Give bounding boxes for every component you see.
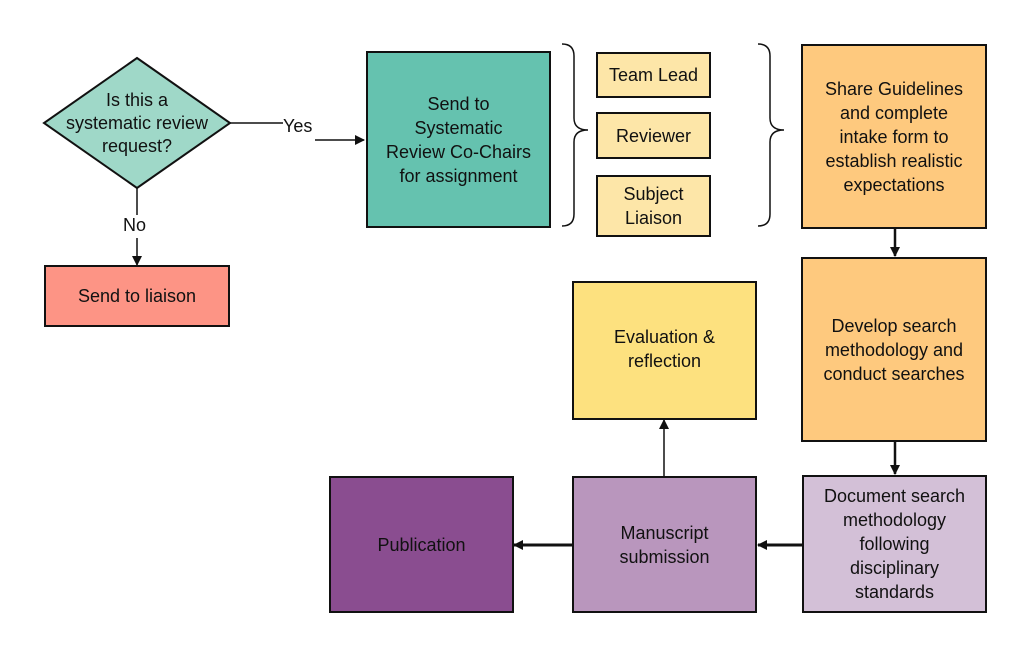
- send-to-liaison-node[interactable]: Send to liaison: [44, 265, 230, 327]
- develop-search-text: Develop search methodology and conduct s…: [823, 315, 965, 384]
- decision-text: Is this a systematic review request?: [65, 89, 209, 156]
- reviewer-node[interactable]: Reviewer: [596, 112, 711, 159]
- evaluation-node[interactable]: Evaluation & reflection: [572, 281, 757, 420]
- team-lead-node[interactable]: Team Lead: [596, 52, 711, 98]
- team-lead-text: Team Lead: [608, 65, 699, 85]
- manuscript-text: Manuscript submission: [619, 522, 710, 567]
- subject-liaison-node[interactable]: Subject Liaison: [596, 175, 711, 237]
- document-search-text: Document search methodology following di…: [823, 486, 966, 602]
- no-label: No: [123, 215, 147, 236]
- reviewer-text: Reviewer: [615, 125, 692, 146]
- send-to-liaison-text: Send to liaison: [77, 286, 197, 306]
- develop-search-node[interactable]: Develop search methodology and conduct s…: [801, 257, 987, 442]
- document-search-node[interactable]: Document search methodology following di…: [802, 475, 987, 613]
- publication-text: Publication: [377, 534, 466, 555]
- subject-liaison-text: Subject Liaison: [623, 184, 684, 228]
- co-chairs-text: Send to Systematic Review Co-Chairs for …: [385, 93, 532, 186]
- manuscript-node[interactable]: Manuscript submission: [572, 476, 757, 613]
- yes-label: Yes: [283, 116, 313, 137]
- co-chairs-node[interactable]: Send to Systematic Review Co-Chairs for …: [366, 51, 551, 228]
- evaluation-text: Evaluation & reflection: [613, 327, 716, 371]
- right-brace: [757, 43, 785, 227]
- share-guidelines-node[interactable]: Share Guidelines and complete intake for…: [801, 44, 987, 229]
- publication-node[interactable]: Publication: [329, 476, 514, 613]
- share-guidelines-text: Share Guidelines and complete intake for…: [824, 78, 964, 195]
- left-brace: [561, 43, 589, 227]
